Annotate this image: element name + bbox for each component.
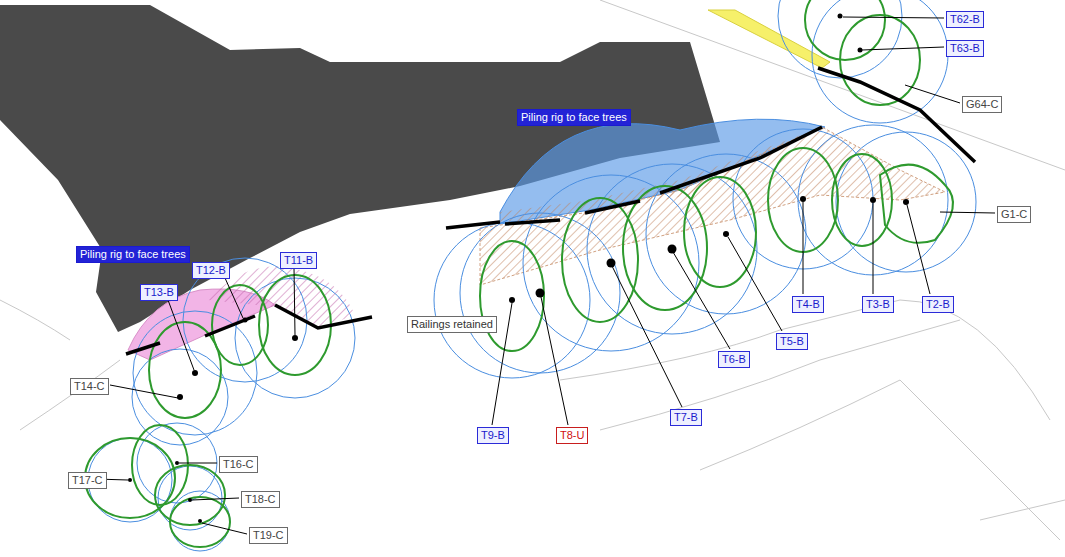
tree-label: T9-B — [477, 427, 509, 444]
label-text: T11-B — [284, 254, 313, 266]
note-box: Piling rig to face trees — [76, 246, 190, 263]
note-box: Piling rig to face trees — [517, 109, 631, 126]
label-text: T16-C — [223, 458, 254, 470]
tree-label: T3-B — [862, 296, 894, 313]
tree-label: G1-C — [997, 206, 1031, 223]
label-text: T8-U — [560, 429, 584, 441]
tree-label: T2-B — [922, 296, 954, 313]
label-text: T63-B — [950, 42, 980, 54]
tree-label: T63-B — [946, 40, 984, 57]
tree-label: T18-C — [241, 491, 280, 508]
label-text: T17-C — [72, 474, 103, 486]
tree-label: T11-B — [280, 252, 317, 269]
tree-label: T62-B — [946, 11, 984, 28]
note-box: Railings retained — [407, 316, 497, 333]
label-text: T7-B — [674, 411, 698, 423]
label-text: T13-B — [144, 286, 174, 298]
tree-label: T13-B — [140, 284, 178, 301]
tree-label: G64-C — [962, 96, 1002, 113]
tree-label: T6-B — [718, 351, 750, 368]
label-text: G1-C — [1001, 208, 1027, 220]
tree-label: T5-B — [776, 333, 808, 350]
label-text: T5-B — [780, 335, 804, 347]
label-text: T62-B — [950, 13, 980, 25]
tree-label: T14-C — [70, 378, 109, 395]
label-text: T3-B — [866, 298, 890, 310]
tree-label: T16-C — [219, 456, 258, 473]
tree-label: T4-B — [792, 296, 824, 313]
label-text: T19-C — [253, 529, 284, 541]
tree-label: T8-U — [556, 427, 588, 444]
label-text: T18-C — [245, 493, 276, 505]
label-text: G64-C — [966, 98, 998, 110]
label-text: T2-B — [926, 298, 950, 310]
tree-label: T17-C — [68, 472, 107, 489]
label-text: T6-B — [722, 353, 746, 365]
label-text: Piling rig to face trees — [521, 111, 627, 123]
label-text: T9-B — [481, 429, 505, 441]
label-text: Piling rig to face trees — [80, 248, 186, 260]
label-text: T12-B — [196, 264, 226, 276]
label-text: T14-C — [74, 380, 105, 392]
tree-label: T19-C — [249, 527, 288, 544]
label-text: Railings retained — [411, 318, 493, 330]
label-text: T4-B — [796, 298, 820, 310]
tree-label: T12-B — [192, 262, 230, 279]
tree-label: T7-B — [670, 409, 702, 426]
